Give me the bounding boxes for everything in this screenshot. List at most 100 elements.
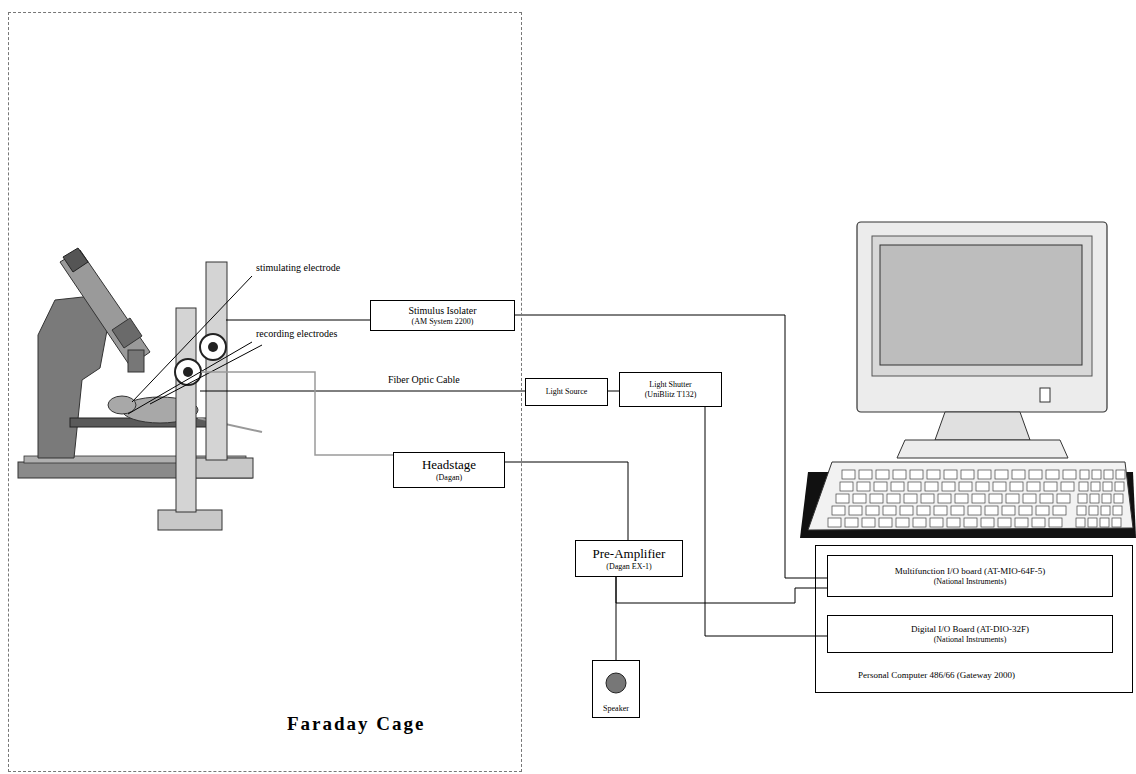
keyboard-key (917, 506, 930, 515)
keyboard-key (1006, 494, 1019, 503)
keyboard-key (1116, 470, 1125, 479)
keyboard-key (993, 482, 1006, 491)
electrode-label: recording electrodes (256, 328, 337, 340)
signal-cable (616, 577, 617, 660)
keyboard-key (1100, 518, 1109, 527)
keyboard-key (832, 506, 845, 515)
keyboard-key (998, 518, 1011, 527)
keyboard-key (1076, 518, 1085, 527)
keyboard-key (1049, 518, 1062, 527)
keyboard-key (959, 482, 972, 491)
signal-cable (515, 315, 827, 578)
io-board-box: Multifunction I/O board (AT-MIO-64F-5)(N… (827, 555, 1113, 597)
keyboard-key (887, 494, 900, 503)
keyboard-key (1012, 470, 1025, 479)
keyboard-key (910, 470, 923, 479)
keyboard-key (1115, 482, 1124, 491)
keyboard-key (1053, 506, 1066, 515)
keyboard-key (849, 506, 862, 515)
node-title: Faraday Cage (287, 713, 426, 736)
keyboard-key (1040, 494, 1053, 503)
keyboard-key (883, 506, 896, 515)
keyboard-key (862, 518, 875, 527)
node-title: Light Shutter (649, 380, 691, 390)
keyboard-key (1114, 494, 1123, 503)
keyboard-key (964, 518, 977, 527)
speaker-box: Speaker (592, 660, 640, 718)
keyboard-key (896, 518, 909, 527)
keyboard-key (904, 494, 917, 503)
keyboard-key (1027, 482, 1040, 491)
node-title: Multifunction I/O board (AT-MIO-64F-5) (895, 566, 1045, 577)
keyboard-key (1102, 494, 1111, 503)
cable-label: Fiber Optic Cable (388, 374, 460, 386)
node-title: Light Source (546, 387, 588, 397)
keyboard-key (995, 470, 1008, 479)
node-subtitle: (National Instruments) (934, 577, 1007, 587)
speaker-icon (604, 671, 628, 695)
keyboard-key (891, 482, 904, 491)
node-title: Stimulus Isolater (408, 305, 476, 317)
computer-keyboard (800, 462, 1136, 538)
node-title: Digital I/O Board (AT-DIO-32F) (911, 624, 1029, 635)
keyboard-key (1032, 518, 1045, 527)
signal-cable (616, 577, 827, 603)
computer-box: Multifunction I/O board (AT-MIO-64F-5)(N… (815, 545, 1133, 693)
keyboard-key (938, 494, 951, 503)
keyboard-key (955, 494, 968, 503)
faraday-cage: Stimulus Isolater(AM System 2200)Headsta… (8, 12, 522, 772)
node-title: Pre-Amplifier (593, 546, 666, 562)
keyboard-key (1078, 494, 1087, 503)
microscope (18, 248, 262, 478)
keyboard-key (828, 518, 841, 527)
keyboard-key (925, 482, 938, 491)
keyboard-key (1063, 470, 1076, 479)
keyboard-key (840, 482, 853, 491)
instrument-box: Light Shutter(UniBlitz T132) (619, 372, 722, 407)
keyboard-key (866, 506, 879, 515)
keyboard-key (1079, 482, 1088, 491)
keyboard-key (989, 494, 1002, 503)
keyboard-key (944, 470, 957, 479)
keyboard-key (1019, 506, 1032, 515)
keyboard-key (976, 482, 989, 491)
speaker-cone (606, 673, 626, 693)
keyboard-key (1104, 470, 1113, 479)
signal-cable (608, 391, 619, 392)
signal-cable (505, 462, 628, 540)
signal-wire (200, 320, 525, 455)
keyboard-key (934, 506, 947, 515)
keyboard-key (1029, 470, 1042, 479)
signal-cable (705, 407, 827, 636)
keyboard-key (853, 494, 866, 503)
node-subtitle: (National Instruments) (934, 635, 1007, 645)
keyboard-key (874, 482, 887, 491)
instrument-box: Pre-Amplifier(Dagan EX-1) (575, 540, 683, 577)
keyboard-key (1091, 482, 1100, 491)
node-subtitle: (Dagan EX-1) (606, 562, 652, 572)
instrument-box: Stimulus Isolater(AM System 2200) (370, 300, 515, 331)
computer-monitor (857, 222, 1107, 458)
keyboard-key (1015, 518, 1028, 527)
node-title: Speaker (603, 704, 629, 714)
keyboard-key (876, 470, 889, 479)
keyboard-key (978, 470, 991, 479)
keyboard-key (836, 494, 849, 503)
keyboard-key (1061, 482, 1074, 491)
instrument-box: Light Source (525, 378, 608, 406)
node-subtitle: (AM System 2200) (412, 317, 474, 327)
keyboard-key (927, 470, 940, 479)
node-title: Personal Computer 486/66 (Gateway 2000) (858, 670, 1015, 681)
keyboard-key (1077, 506, 1086, 515)
keyboard-key (842, 470, 855, 479)
keyboard-key (893, 470, 906, 479)
keyboard-key (951, 506, 964, 515)
keyboard-key (908, 482, 921, 491)
keyboard-key (961, 470, 974, 479)
keyboard-key (1080, 470, 1089, 479)
keyboard-key (930, 518, 943, 527)
keyboard-key (900, 506, 913, 515)
keyboard-key (1088, 518, 1097, 527)
keyboard-key (870, 494, 883, 503)
keyboard-key (1023, 494, 1036, 503)
